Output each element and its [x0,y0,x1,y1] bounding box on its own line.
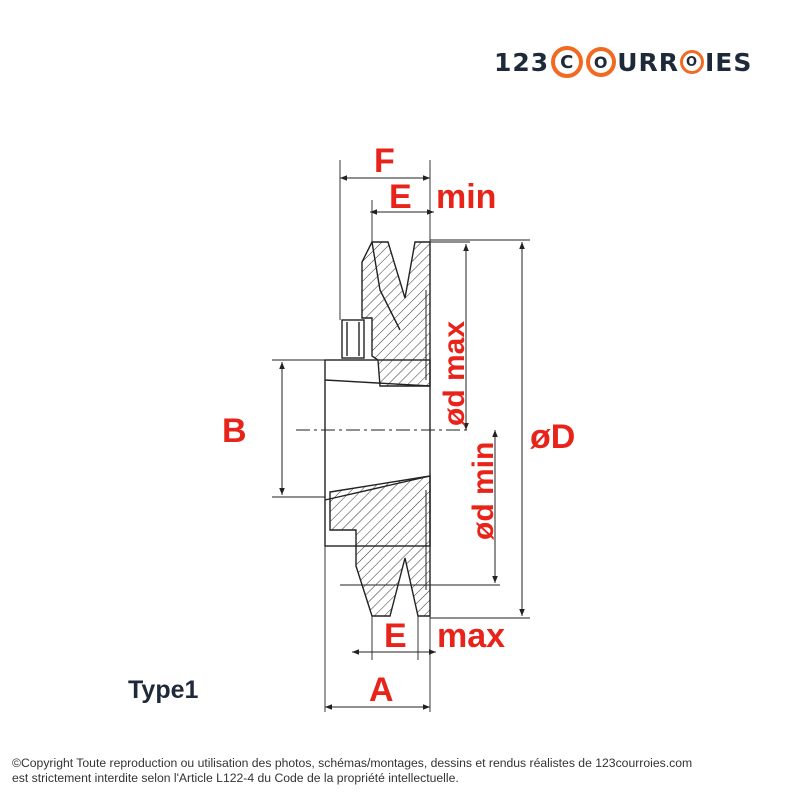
label-E-top: E [389,178,412,216]
set-screw [341,319,365,359]
logo-o2: O [680,50,704,74]
brand-logo: 123 C O URR O IES [494,40,774,84]
logo-prefix: 123 [494,47,550,77]
copyright-line-2: est strictement interdite selon l'Articl… [12,771,459,785]
logo-suffix: IES [705,47,753,77]
label-min: min [436,178,497,216]
label-B: B [222,412,247,450]
hub-body [324,359,431,547]
label-D: øD [530,418,576,456]
logo-c: C [551,46,584,78]
logo-mid: URR [617,47,679,77]
label-d-min: ød min [467,441,500,540]
label-d-max: ød max [438,320,471,426]
copyright-notice: ©Copyright Toute reproduction ou utilisa… [12,756,792,786]
type-label: Type1 [128,676,199,704]
copyright-line-1: ©Copyright Toute reproduction ou utilisa… [12,756,693,770]
label-max: max [437,617,506,655]
upper-section [361,241,431,387]
label-E-bottom: E [384,617,407,655]
logo-o1: O [586,47,617,77]
label-F: F [374,142,395,180]
label-A: A [369,671,394,709]
